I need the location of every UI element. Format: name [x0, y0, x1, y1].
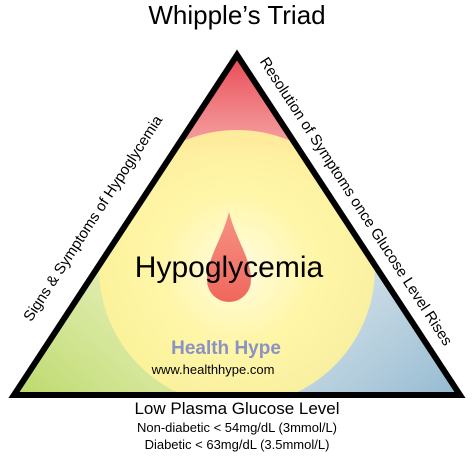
bottom-criteria: Low Plasma Glucose Level Non-diabetic < …: [0, 399, 474, 453]
brand-label: Health Hype: [171, 338, 281, 359]
triangle-outline: [8, 49, 466, 398]
diagram-title: Whipple’s Triad: [148, 0, 326, 30]
diabetic-threshold: Diabetic < 63mg/dL (3.5mmol/L): [144, 437, 330, 452]
bottom-main-label: Low Plasma Glucose Level: [134, 399, 340, 418]
non-diabetic-threshold: Non-diabetic < 54mg/dL (3mmol/L): [136, 420, 338, 435]
drop-icon: [207, 212, 251, 302]
website-label: www.healthhype.com: [151, 362, 275, 377]
center-label: Hypoglycemia: [135, 251, 324, 284]
